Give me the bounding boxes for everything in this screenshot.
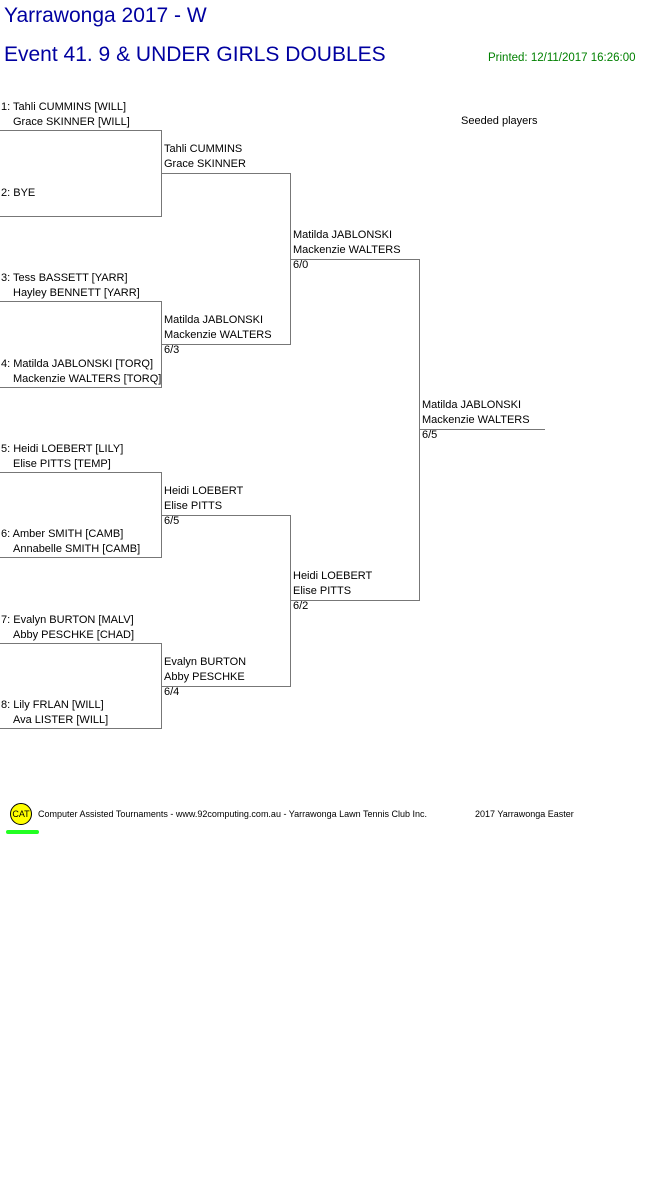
match-score: 6/2: [293, 600, 309, 612]
draw-connector: [161, 643, 162, 728]
match-score: 6/4: [164, 686, 180, 698]
draw-line: [419, 429, 545, 430]
entry-player-1: 4: Matilda JABLONSKI [TORQ]: [1, 358, 154, 370]
draw-line: [0, 472, 162, 473]
draw-line: [0, 301, 162, 302]
tournament-title: Yarrawonga 2017 - W: [4, 4, 207, 27]
draw-line: [0, 387, 162, 388]
winner-player-2: Mackenzie WALTERS: [164, 329, 272, 341]
entry-player-1: 3: Tess BASSETT [YARR]: [1, 272, 128, 284]
logo-underline: [6, 830, 39, 834]
event-title: Event 41. 9 & UNDER GIRLS DOUBLES: [4, 43, 386, 66]
winner-player-1: Heidi LOEBERT: [293, 570, 373, 582]
draw-line: [161, 686, 291, 687]
draw-line: [0, 130, 162, 131]
final-score: 6/5: [422, 429, 438, 441]
cat-logo: CAT: [10, 803, 32, 825]
match-score: 6/5: [164, 515, 180, 527]
entry-player-2: Hayley BENNETT [YARR]: [13, 287, 140, 299]
entry-player-2: Grace SKINNER [WILL]: [13, 116, 130, 128]
printed-timestamp: Printed: 12/11/2017 16:26:00: [488, 52, 636, 64]
winner-player-2: Elise PITTS: [164, 500, 223, 512]
entry-player-1: 8: Lily FRLAN [WILL]: [1, 699, 104, 711]
draw-line: [0, 557, 162, 558]
winner-player-1: Heidi LOEBERT: [164, 485, 244, 497]
champion-player-2: Mackenzie WALTERS: [422, 414, 530, 426]
draw-connector: [161, 472, 162, 557]
winner-player-1: Matilda JABLONSKI: [293, 229, 393, 241]
draw-line: [161, 173, 291, 174]
entry-player-2: Abby PESCHKE [CHAD]: [13, 629, 135, 641]
entry-player-2: Elise PITTS [TEMP]: [13, 458, 111, 470]
winner-player-1: Tahli CUMMINS: [164, 143, 243, 155]
entry-player-2: Mackenzie WALTERS [TORQ]: [13, 373, 162, 385]
winner-player-2: Elise PITTS: [293, 585, 352, 597]
draw-line: [290, 600, 420, 601]
footer-event: 2017 Yarrawonga Easter: [475, 809, 574, 819]
entry-player-1: 5: Heidi LOEBERT [LILY]: [1, 443, 124, 455]
entry-player-2: Ava LISTER [WILL]: [13, 714, 109, 726]
match-score: 6/0: [293, 259, 309, 271]
winner-player-1: Matilda JABLONSKI: [164, 314, 264, 326]
draw-line: [0, 643, 162, 644]
entry-player-2: Annabelle SMITH [CAMB]: [13, 543, 141, 555]
winner-player-2: Mackenzie WALTERS: [293, 244, 401, 256]
winner-player-1: Evalyn BURTON: [164, 656, 247, 668]
seeded-players-label: Seeded players: [461, 115, 538, 127]
winner-player-2: Abby PESCHKE: [164, 671, 245, 683]
champion-player-1: Matilda JABLONSKI: [422, 399, 522, 411]
draw-line: [0, 728, 162, 729]
entry-player-1: 6: Amber SMITH [CAMB]: [1, 528, 124, 540]
entry-player-1: 1: Tahli CUMMINS [WILL]: [1, 101, 127, 113]
winner-player-2: Grace SKINNER: [164, 158, 246, 170]
draw-line: [290, 259, 420, 260]
entry-player-1: 7: Evalyn BURTON [MALV]: [1, 614, 134, 626]
draw-line: [161, 515, 291, 516]
footer-credit: Computer Assisted Tournaments - www.92co…: [38, 809, 428, 819]
draw-connector: [290, 173, 291, 344]
draw-line: [0, 216, 162, 217]
entry-player-1: 2: BYE: [1, 187, 36, 199]
match-score: 6/3: [164, 344, 180, 356]
draw-line: [161, 344, 291, 345]
